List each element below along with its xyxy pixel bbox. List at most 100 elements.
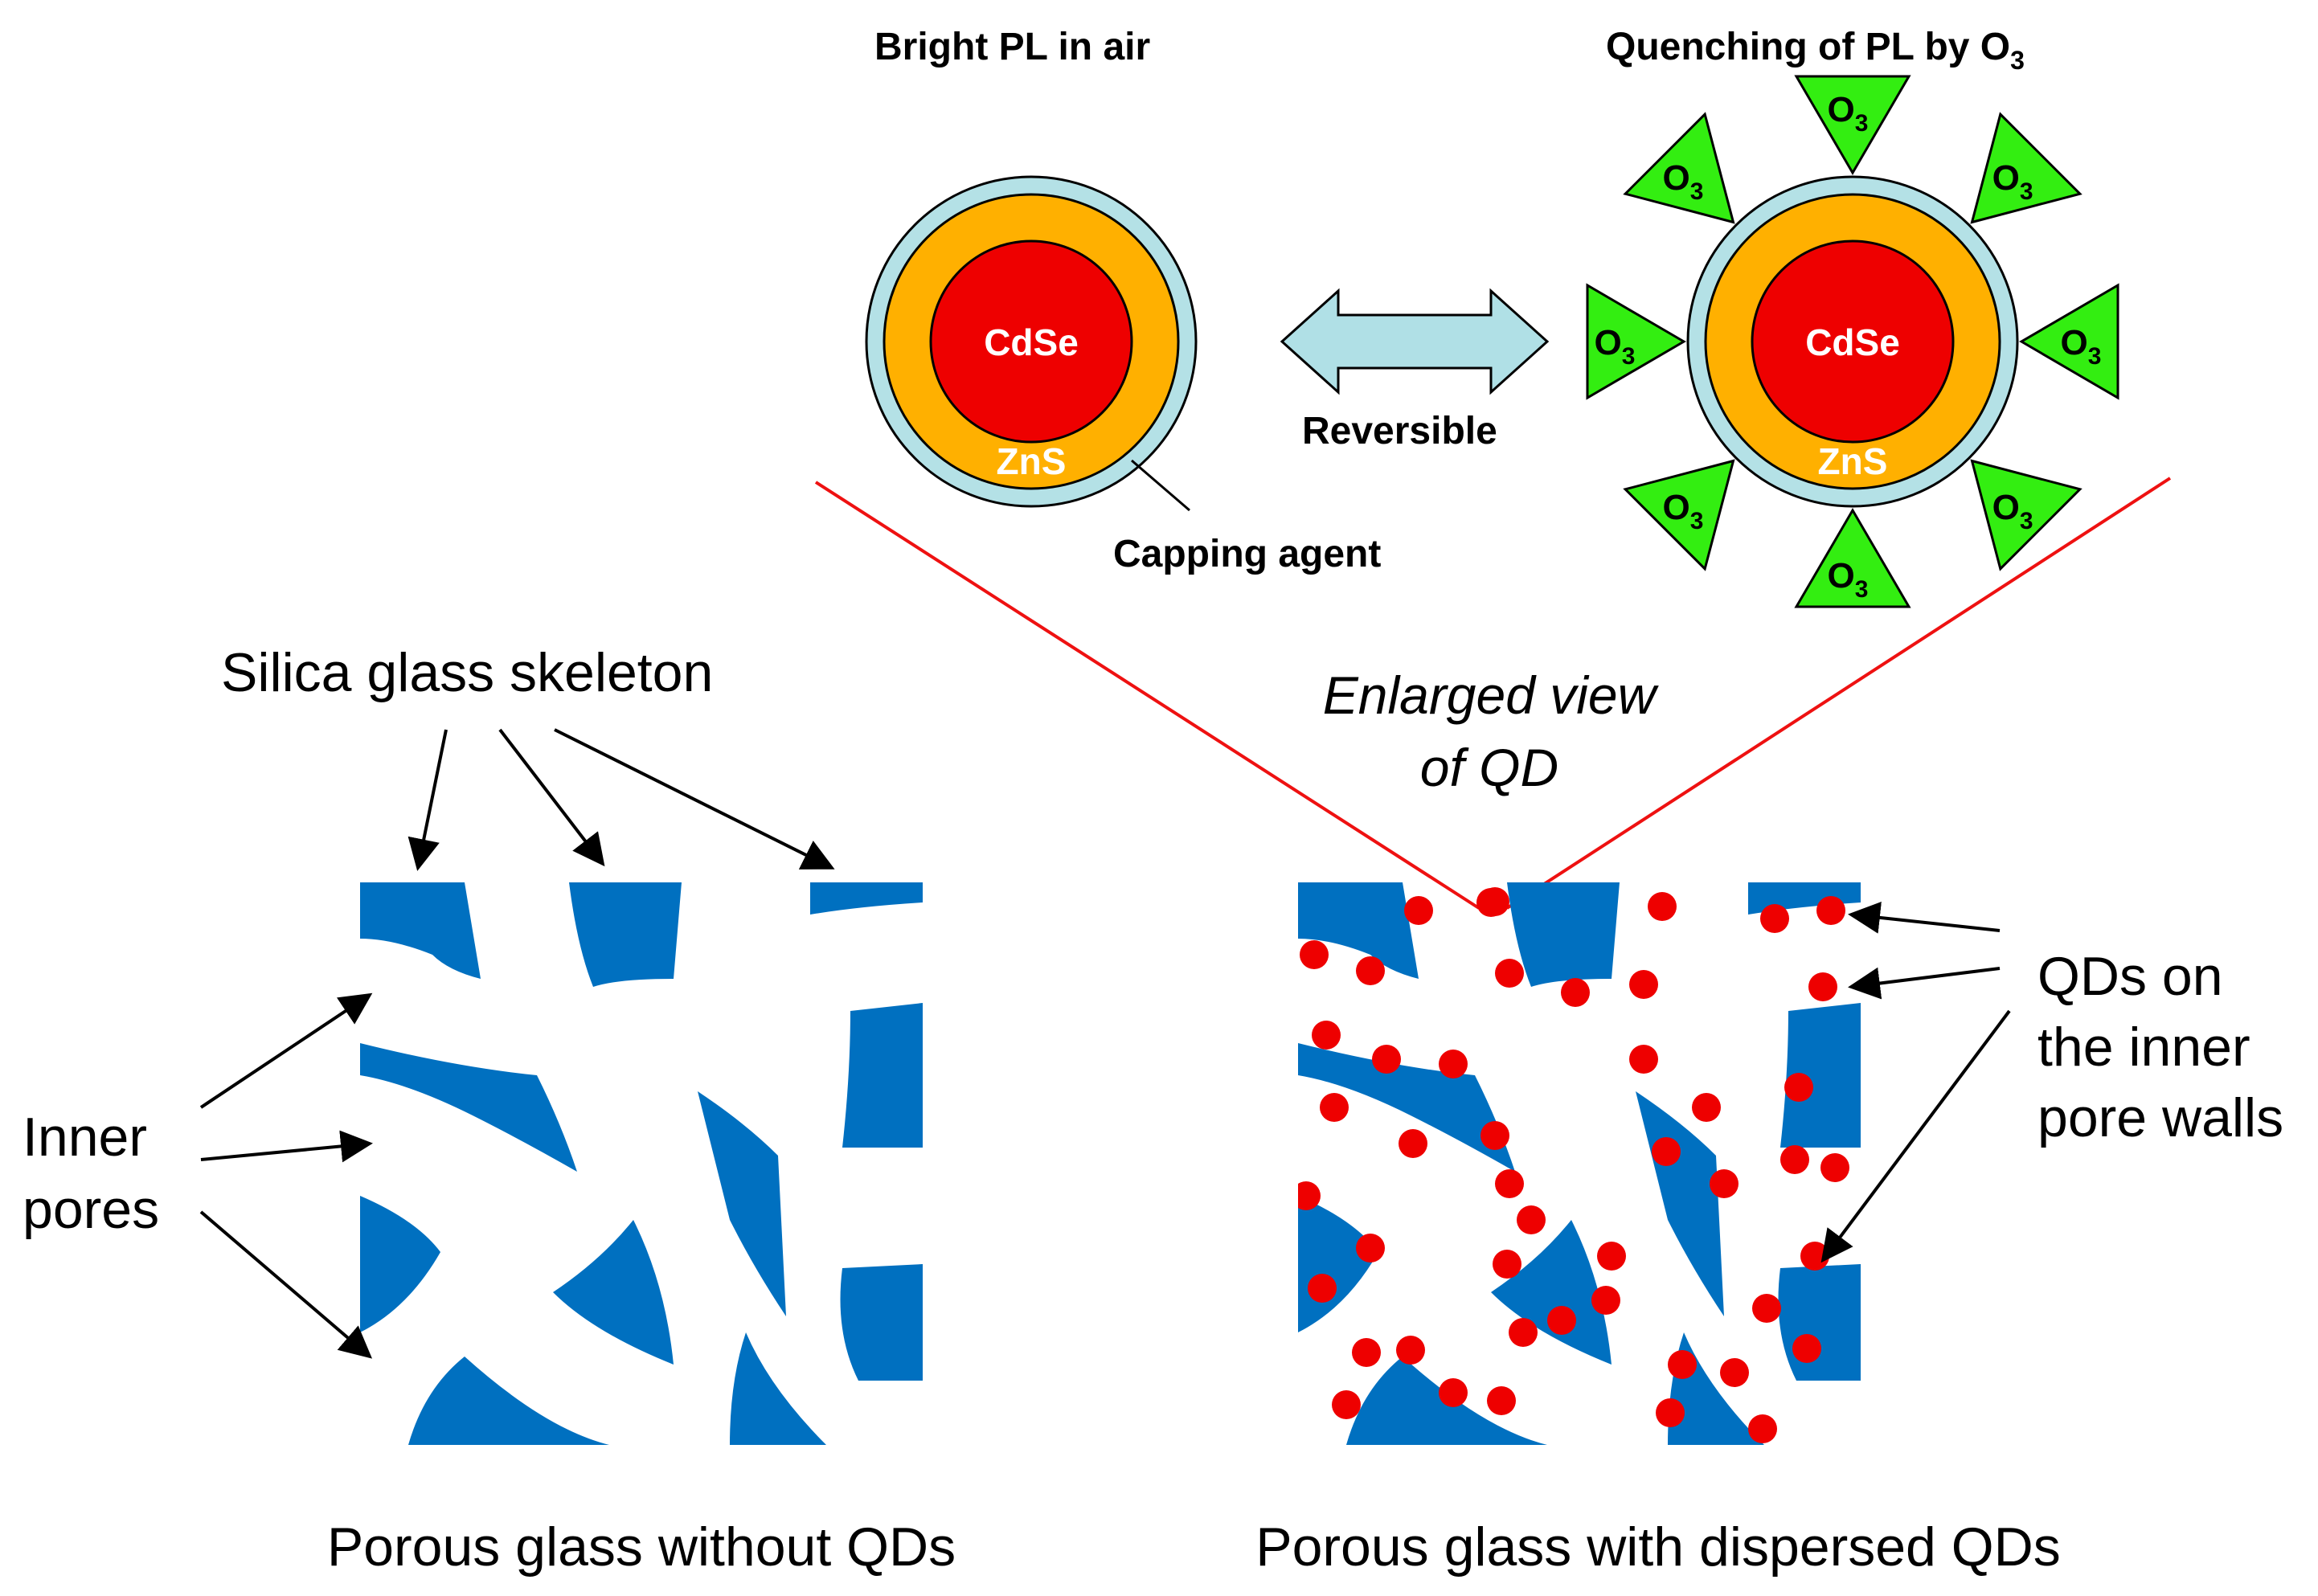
porous-glass-with-qds (1298, 882, 1861, 1445)
qds-walls-label-line3: pore walls (2037, 1087, 2283, 1148)
zoom-line-right (1505, 477, 2172, 910)
qd-dot (1547, 1306, 1576, 1335)
ozone-molecule: O3 (1970, 459, 2083, 571)
enlarged-view-label-line1: Enlarged view (1323, 665, 1660, 725)
silica-arrow-3 (554, 728, 835, 870)
ozone-triangle-icon (1794, 75, 1911, 175)
qd-dot (1517, 1205, 1546, 1234)
qd-dot (1629, 970, 1658, 999)
ozone-triangle-icon (1970, 459, 2083, 571)
qd-dot (1396, 1336, 1425, 1365)
qd-dot (1668, 1350, 1697, 1379)
qd-arrow-3 (1820, 1009, 2011, 1263)
qd-dot (1399, 1129, 1427, 1158)
cdse-label-right: CdSe (1805, 321, 1900, 363)
ozone-label: O3 (1828, 90, 1869, 137)
qd-dot (1493, 1250, 1521, 1279)
inner-pores-label-line2: pores (23, 1179, 159, 1240)
ozone-label: O3 (1992, 158, 2033, 205)
qd-dot (1710, 1169, 1738, 1198)
caption-with-qds: Porous glass with dispersed QDs (1255, 1516, 2061, 1578)
qd-arrow-2 (1848, 967, 2001, 1000)
left-qd-title: Bright PL in air (874, 26, 1150, 68)
cdse-label-left: CdSe (984, 321, 1079, 363)
qds-walls-label-line2: the inner (2037, 1017, 2250, 1078)
porous-glass-without-qds (360, 882, 923, 1445)
qd-dot (1752, 1294, 1781, 1323)
qd-dot (1629, 1045, 1658, 1074)
silica-arrow-1 (407, 729, 448, 871)
qd-dot (1298, 1181, 1321, 1210)
qd-dot (1356, 1234, 1385, 1262)
qd-dot (1648, 892, 1677, 921)
qd-dot (1692, 1093, 1721, 1122)
qd-dot (1652, 1137, 1681, 1166)
ozone-molecule: O3 (1623, 112, 1735, 224)
qd-dot (1808, 972, 1837, 1001)
qd-dot (1352, 1338, 1381, 1367)
qd-dot (1591, 1286, 1620, 1315)
ozone-label: O3 (1595, 323, 1636, 370)
qd-dot (1720, 1358, 1749, 1387)
capping-agent-label: Capping agent (1113, 533, 1381, 575)
qd-dot (1332, 1390, 1361, 1419)
qd-dot (1597, 1242, 1626, 1271)
qd-dot (1495, 1169, 1524, 1198)
cdse-core (929, 239, 1133, 444)
ozone-triangle-icon (1586, 283, 1686, 400)
pore-arrow-1 (199, 992, 373, 1109)
right-qd-title: Quenching of PL by O3 (1606, 26, 2025, 75)
qd-dot (1780, 1145, 1809, 1174)
ozone-label: O3 (1828, 556, 1869, 603)
qd-dot (1656, 1398, 1685, 1427)
qd-dot (1784, 1073, 1813, 1102)
cdse-core (1751, 239, 1955, 444)
qd-dot (1760, 904, 1789, 933)
qd-dot (1509, 1318, 1538, 1347)
ozone-molecule: O3 (1970, 112, 2083, 224)
qd-dot-zoom-apex (1480, 887, 1509, 916)
ozone-label: O3 (1662, 488, 1703, 534)
pointer-arrows (199, 728, 2011, 1359)
qd-dot (1480, 1121, 1509, 1150)
qd-dot (1372, 1045, 1401, 1074)
qd-dot (1320, 1093, 1349, 1122)
qd-dot (1792, 1334, 1821, 1363)
ozone-label: O3 (2061, 323, 2102, 370)
qd-dot (1356, 956, 1385, 985)
qd-dot (1495, 959, 1524, 988)
ozone-label: O3 (1662, 158, 1703, 205)
qd-dot (1748, 1414, 1777, 1443)
reversible-double-arrow (1280, 288, 1550, 395)
qd-dot (1816, 896, 1845, 925)
zns-label-right: ZnS (1818, 440, 1888, 482)
ozone-triangle-icon (1970, 112, 2083, 224)
ozone-label: O3 (1992, 488, 2033, 534)
qd-dot (1439, 1378, 1468, 1407)
ozone-triangle-icon (1794, 508, 1911, 608)
qd-dot (1439, 1050, 1468, 1078)
ozone-molecule: O3 (2019, 283, 2119, 400)
qd-arrow-1 (1848, 901, 2001, 934)
ozone-molecule: O3 (1623, 459, 1735, 571)
ozone-triangle-icon (1623, 112, 1735, 224)
enlarged-view-label-line2: of QD (1420, 738, 1558, 797)
qds-walls-label-line1: QDs on (2037, 946, 2223, 1007)
pore-arrow-3 (199, 1210, 373, 1359)
pore-arrow-2 (200, 1130, 373, 1163)
silica-skeleton (360, 882, 923, 1445)
ozone-molecule: O3 (1586, 283, 1686, 400)
qd-dot (1404, 896, 1433, 925)
zns-label-left: ZnS (997, 440, 1067, 482)
silica-arrow-2 (498, 728, 605, 867)
qd-dot (1820, 1153, 1849, 1182)
qd-dot (1308, 1274, 1337, 1303)
reversible-label: Reversible (1302, 410, 1497, 452)
ozone-molecule: O3 (1794, 508, 1911, 608)
qd-dot (1312, 1021, 1341, 1050)
inner-pores-label-line1: Inner (23, 1107, 147, 1168)
